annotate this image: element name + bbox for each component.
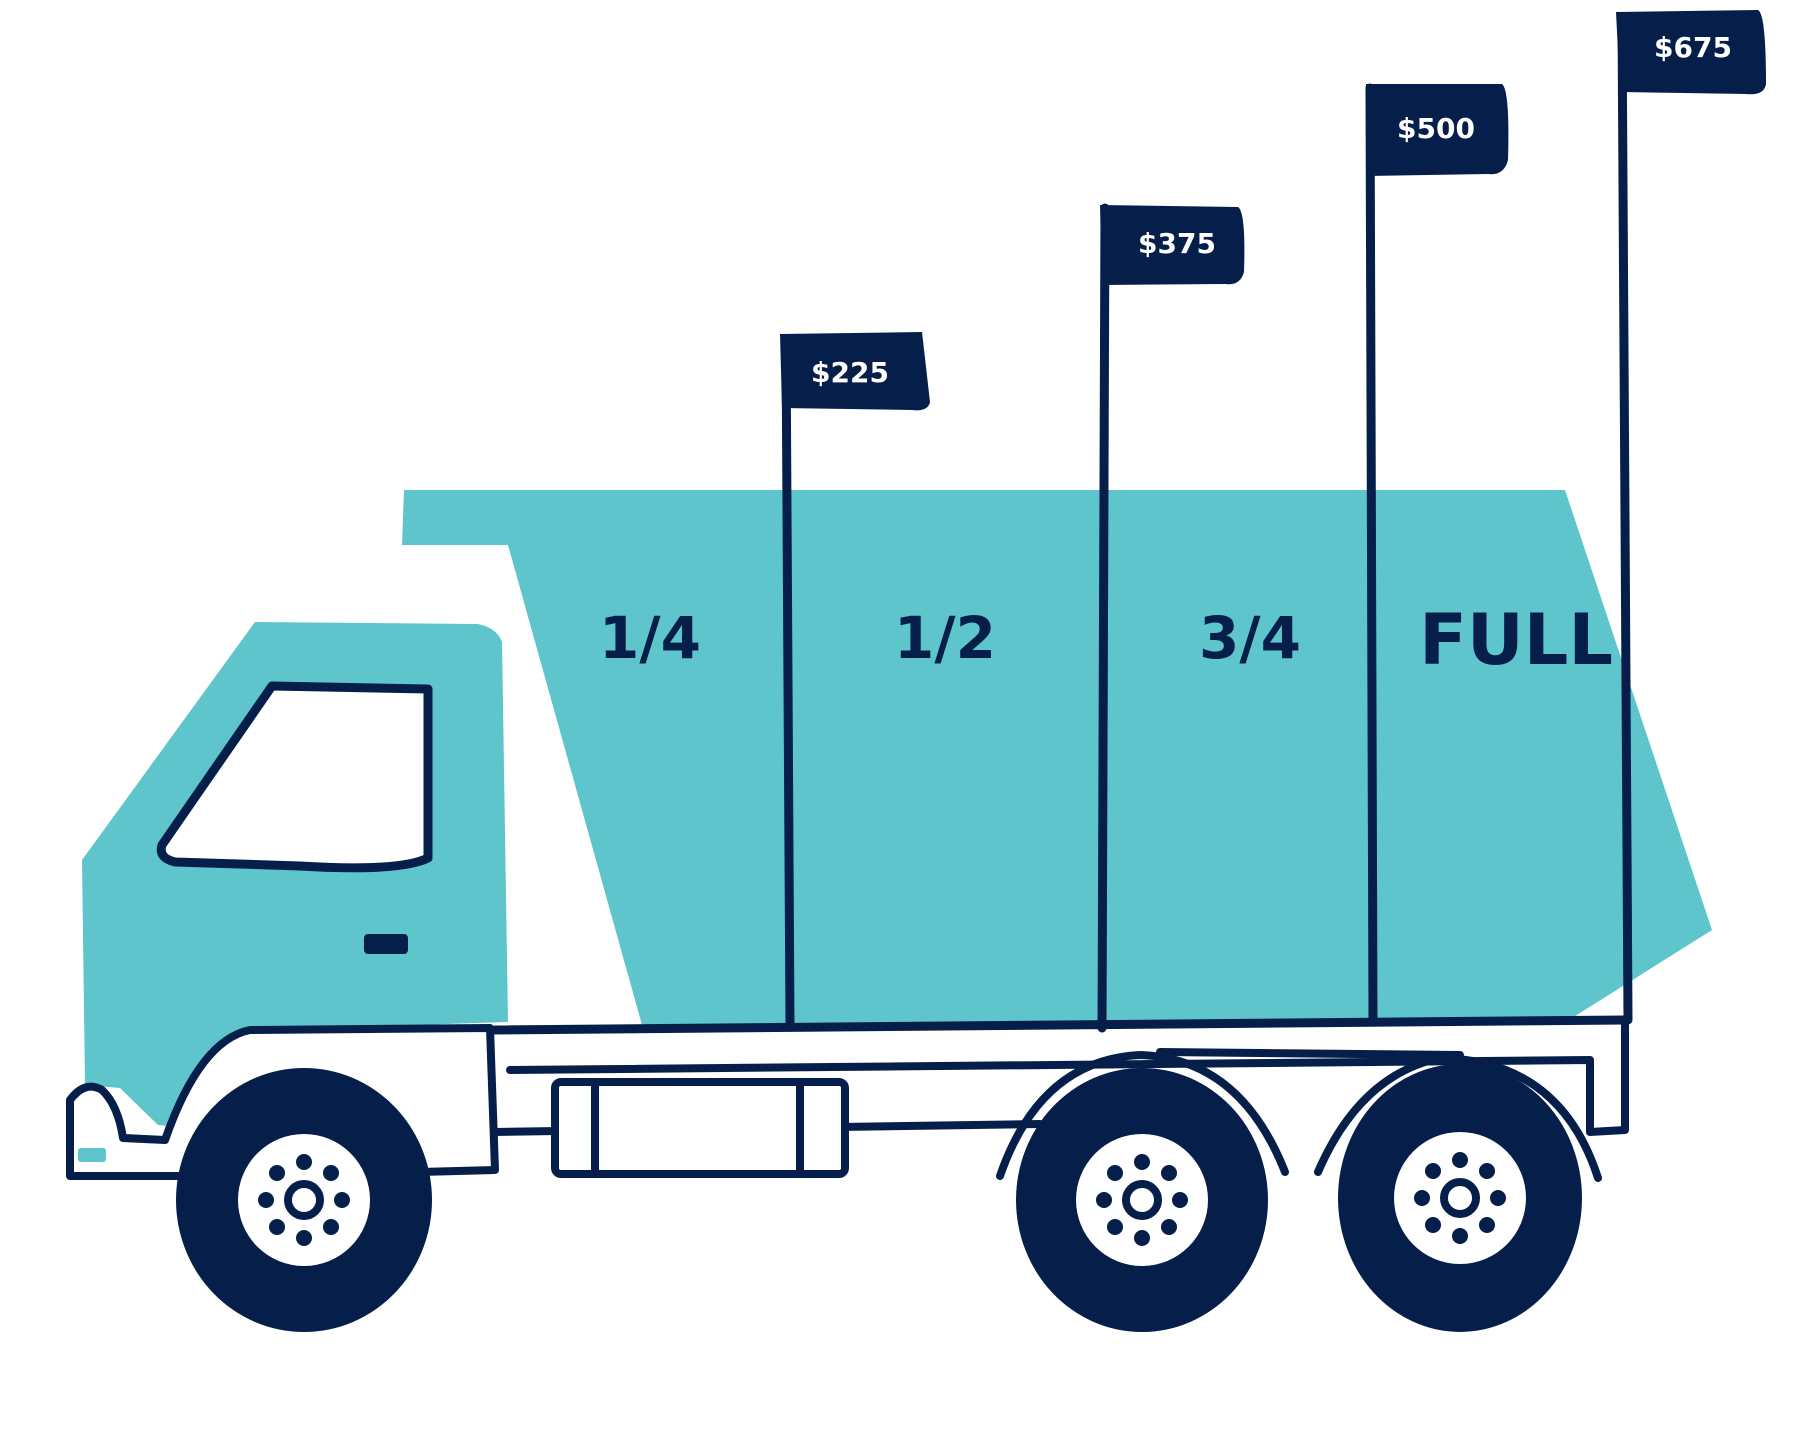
wheel-front	[176, 1068, 432, 1332]
bed-floor	[490, 1015, 1630, 1035]
wheels	[176, 1064, 1582, 1332]
fill-label: 1/2	[894, 604, 996, 672]
price-flag	[1100, 205, 1245, 285]
wheel-middle	[1016, 1068, 1268, 1332]
truck-cab	[82, 622, 508, 1127]
price-label: $500	[1397, 112, 1475, 145]
price-label: $225	[811, 356, 889, 389]
flag-pole	[1617, 13, 1633, 1025]
fill-level-three-quarter: $500 3/4	[1199, 83, 1509, 1025]
door-handle	[364, 934, 408, 954]
price-label: $675	[1654, 31, 1732, 64]
headlight	[78, 1148, 106, 1162]
truck-chassis	[66, 1016, 1629, 1182]
fill-label: 1/4	[599, 604, 701, 672]
dump-bed	[402, 490, 1712, 1025]
hub	[1122, 1180, 1162, 1220]
price-label: $375	[1138, 227, 1216, 260]
hub	[1440, 1178, 1480, 1218]
flag-pole	[781, 335, 795, 1030]
flag-pole	[1365, 83, 1378, 1025]
wheel-rear	[1338, 1064, 1582, 1332]
fill-level-half: $375 1/2	[894, 203, 1245, 1033]
fill-level-quarter: $225 1/4	[599, 332, 930, 1030]
fill-level-markers: $225 1/4 $375 1/2 $500 3/4 $675 FULL	[599, 10, 1766, 1033]
lug-nuts	[1414, 1152, 1506, 1244]
flag-pole	[1097, 203, 1110, 1033]
lug-nuts	[258, 1154, 350, 1246]
fill-level-full: $675 FULL	[1419, 10, 1766, 1025]
fender-link	[1156, 1048, 1464, 1059]
price-flag	[1366, 84, 1509, 176]
rear-fender	[996, 1051, 1289, 1180]
lug-nuts	[1096, 1154, 1188, 1246]
hub	[284, 1180, 324, 1220]
dump-bed-body	[402, 490, 1712, 1025]
price-flag	[780, 332, 930, 411]
cab-window	[156, 681, 433, 873]
fill-label: 3/4	[1199, 604, 1301, 672]
fill-label: FULL	[1419, 599, 1613, 681]
fuel-tank	[551, 1078, 849, 1178]
price-flag	[1616, 10, 1766, 95]
